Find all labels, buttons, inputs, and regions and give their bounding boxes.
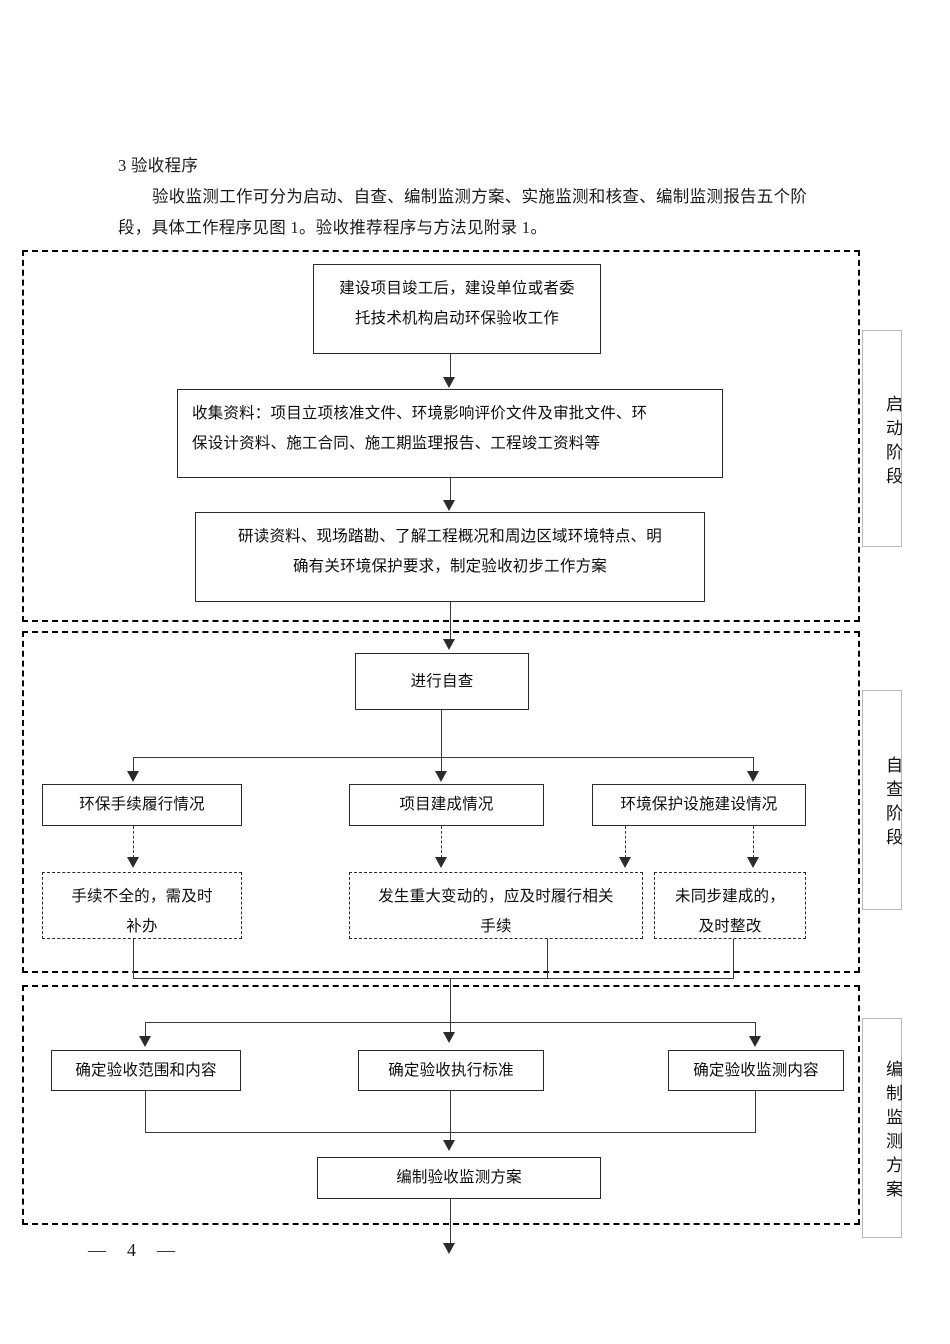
stage-label-zicha: 自查阶段 bbox=[862, 690, 902, 910]
connector-bz-merge-right bbox=[755, 1091, 756, 1133]
connector-bz-branch-right bbox=[755, 1022, 756, 1037]
arrowhead-study bbox=[443, 500, 455, 511]
flow-box-action-item-3: 未同步建成的， 及时整改 bbox=[654, 872, 806, 939]
arrowhead-action-3 bbox=[747, 857, 759, 868]
connector-branch-left bbox=[133, 757, 134, 773]
arrowhead-check-3 bbox=[747, 771, 759, 782]
connector-bz-branch-left bbox=[145, 1022, 146, 1037]
connector-merge-right bbox=[733, 939, 734, 979]
arrowhead-action-1 bbox=[127, 857, 139, 868]
flow-box-monitor-content: 确定验收监测内容 bbox=[668, 1050, 844, 1091]
stage-label-qidong: 启动阶段 bbox=[862, 330, 902, 547]
arrowhead-check-2 bbox=[435, 771, 447, 782]
connector-bz-center-down bbox=[450, 1091, 451, 1141]
arrowhead-check-1 bbox=[127, 771, 139, 782]
connector-branch-mid bbox=[441, 757, 442, 773]
arrowhead-bianzhi-entry bbox=[443, 1032, 455, 1043]
flow-box-action-item-2: 发生重大变动的，应及时履行相关 手续 bbox=[349, 872, 643, 939]
connector-merge-mid bbox=[547, 939, 548, 979]
flow-box-check-item-3: 环境保护设施建设情况 bbox=[592, 784, 806, 826]
arrowhead-bz-1 bbox=[139, 1036, 151, 1047]
connector-dashed-2 bbox=[441, 826, 442, 858]
connector-selfcheck-down bbox=[441, 710, 442, 758]
connector-bz-merge-left bbox=[145, 1091, 146, 1133]
flow-box-study-materials: 研读资料、现场踏勘、了解工程概况和周边区域环境特点、明 确有关环境保护要求，制定… bbox=[195, 512, 705, 602]
flow-box-prepare-plan: 编制验收监测方案 bbox=[317, 1157, 601, 1199]
connector-split-bus bbox=[133, 757, 753, 758]
arrowhead-action-2b bbox=[619, 857, 631, 868]
arrowhead-bz-final bbox=[443, 1140, 455, 1151]
connector-dashed-3 bbox=[625, 826, 626, 858]
flow-box-start: 建设项目竣工后，建设单位或者委 托技术机构启动环保验收工作 bbox=[313, 264, 601, 354]
connector-collect-to-study bbox=[450, 478, 451, 501]
flow-box-exec-standard: 确定验收执行标准 bbox=[358, 1050, 544, 1091]
connector-merge-left bbox=[133, 939, 134, 979]
section-heading: 3 验收程序 bbox=[118, 156, 199, 175]
paragraph-line-1: 验收监测工作可分为启动、自查、编制监测方案、实施监测和核查、编制监测报告五个阶 bbox=[152, 187, 808, 206]
connector-exit-down bbox=[450, 1199, 451, 1244]
connector-dashed-4 bbox=[753, 826, 754, 858]
arrowhead-exit bbox=[443, 1243, 455, 1254]
arrowhead-collect bbox=[443, 377, 455, 388]
flow-box-collect-materials: 收集资料：项目立项核准文件、环境影响评价文件及审批文件、环 保设计资料、施工合同… bbox=[177, 389, 723, 478]
flow-box-selfcheck: 进行自查 bbox=[355, 653, 529, 710]
connector-study-to-selfcheck bbox=[450, 602, 451, 640]
arrowhead-action-2 bbox=[435, 857, 447, 868]
stage-label-bianzhi: 编制监测方案 bbox=[862, 1018, 902, 1238]
arrowhead-selfcheck bbox=[443, 639, 455, 650]
stage-section-zicha bbox=[22, 631, 860, 973]
connector-zicha-to-bianzhi bbox=[450, 978, 451, 1033]
flow-box-action-item-1: 手续不全的，需及时 补办 bbox=[42, 872, 242, 939]
paragraph-line-2: 段，具体工作程序见图 1。验收推荐程序与方法见附录 1。 bbox=[118, 218, 548, 237]
connector-bz-split-bus bbox=[145, 1022, 755, 1023]
connector-branch-right bbox=[753, 757, 754, 773]
connector-start-to-collect bbox=[450, 354, 451, 378]
connector-dashed-1 bbox=[133, 826, 134, 858]
flow-box-check-item-1: 环保手续履行情况 bbox=[42, 784, 242, 826]
flow-box-scope-content: 确定验收范围和内容 bbox=[51, 1050, 241, 1091]
stage-section-bianzhi bbox=[22, 985, 860, 1225]
stage-section-qidong bbox=[22, 250, 860, 622]
arrowhead-bz-3 bbox=[749, 1036, 761, 1047]
page-number-footer: — 4 — bbox=[88, 1240, 179, 1260]
flow-box-check-item-2: 项目建成情况 bbox=[349, 784, 544, 826]
connector-merge-bus bbox=[133, 978, 734, 979]
